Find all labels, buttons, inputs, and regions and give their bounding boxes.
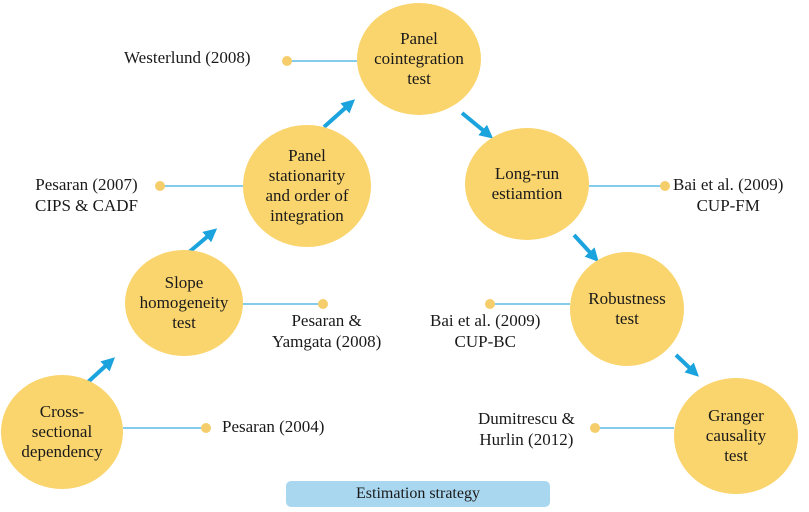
flow-arrow-4 [460,111,494,139]
reference-dot-2 [318,299,328,309]
reference-dumitrescu-hurlin-2012: Dumitrescu & Hurlin (2012) [478,409,575,449]
reference-dot-5 [660,181,670,191]
step-panel-stationarity: Panel stationarity and order of integrat… [243,125,371,247]
reference-dot-1 [201,423,211,433]
step-cross-sectional-dependency: Cross-sectional dependency [1,375,123,489]
reference-bai-2009-cup-fm: Bai et al. (2009) CUP-FM [673,175,784,215]
step-slope-homogeneity-test: Slope homogeneity test [125,250,243,356]
flow-arrow-5 [572,233,599,263]
step-robustness-test: Robustness test [570,252,684,366]
reference-dot-7 [590,423,600,433]
diagram-caption: Estimation strategy [286,481,550,507]
step-granger-causality-test: Granger causality test [674,378,798,494]
reference-bai-2009-cup-bc: Bai et al. (2009) CUP-BC [430,311,541,351]
flow-arrow-2 [186,228,218,255]
flow-arrow-3 [322,99,356,129]
reference-dot-3 [155,181,165,191]
flow-arrow-6 [674,353,699,377]
caption-text: Estimation strategy [356,485,480,502]
flow-arrow-1 [86,357,116,384]
reference-westerlund-2008: Westerlund (2008) [124,48,251,67]
reference-pesaran-yamgata-2008: Pesaran & Yamgata (2008) [272,311,382,351]
step-long-run-estimation: Long-run estiamtion [465,128,589,240]
reference-pesaran-2007: Pesaran (2007) CIPS & CADF [35,175,138,215]
step-panel-cointegration-test: Panel cointegration test [357,3,481,115]
reference-dot-6 [485,299,495,309]
reference-pesaran-2004: Pesaran (2004) [222,417,325,436]
reference-dot-4 [282,56,292,66]
